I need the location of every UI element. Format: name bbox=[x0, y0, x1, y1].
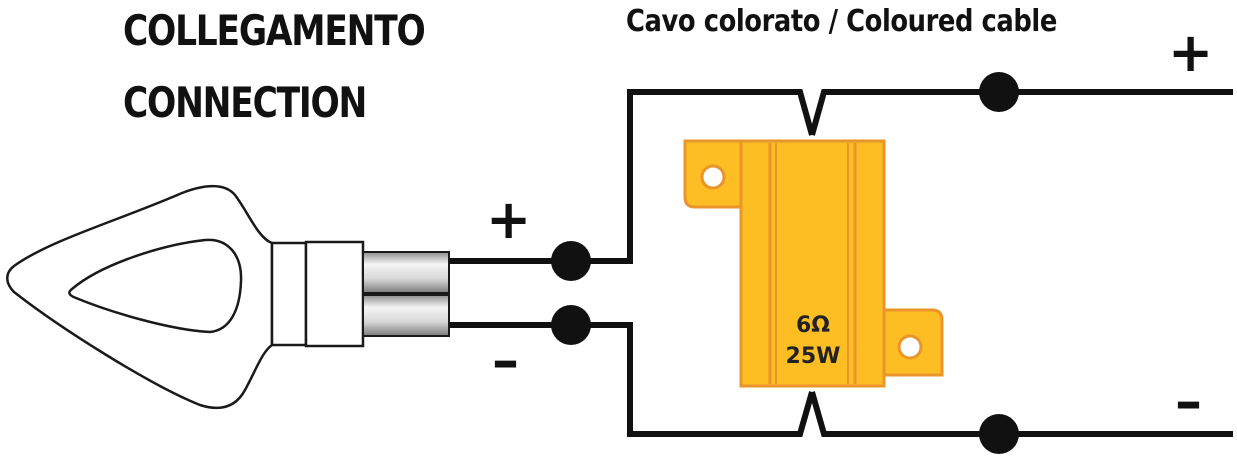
connector-dot-lamp-negative bbox=[551, 305, 591, 345]
load-resistor: 6Ω 25W bbox=[683, 139, 944, 388]
resistor-power-label: 25W bbox=[786, 344, 841, 369]
connector-dot-out-negative bbox=[979, 414, 1019, 454]
diagram-title-italian: COLLEGAMENTO bbox=[123, 6, 426, 55]
connector-dot-out-positive bbox=[979, 72, 1019, 112]
wire-out-positive bbox=[809, 89, 1233, 136]
resistor-mounting-hole bbox=[700, 164, 726, 190]
connector-dot-lamp-positive bbox=[551, 241, 591, 281]
lamp-lens bbox=[68, 238, 243, 334]
connection-dots bbox=[551, 72, 1019, 454]
lamp-negative-sign: – bbox=[492, 329, 519, 392]
resistor-resistance-label: 6Ω bbox=[796, 313, 830, 338]
coloured-cable-label: Cavo colorato / Coloured cable bbox=[626, 4, 1057, 39]
diagram-title-english: CONNECTION bbox=[123, 78, 367, 127]
cable-sleeves bbox=[362, 251, 450, 337]
indicator-lamp bbox=[6, 184, 365, 410]
lamp-positive-sign: + bbox=[486, 188, 532, 251]
output-negative-sign: – bbox=[1175, 370, 1202, 433]
lamp-neck bbox=[270, 241, 308, 347]
resistor-mounting-hole bbox=[897, 334, 923, 360]
output-positive-sign: + bbox=[1168, 21, 1214, 84]
cable-sleeve-negative bbox=[362, 294, 450, 337]
wire-out-negative bbox=[809, 391, 1233, 437]
lamp-collar bbox=[304, 240, 365, 348]
cable-sleeve-positive bbox=[362, 251, 450, 294]
resistor-body bbox=[739, 139, 886, 388]
